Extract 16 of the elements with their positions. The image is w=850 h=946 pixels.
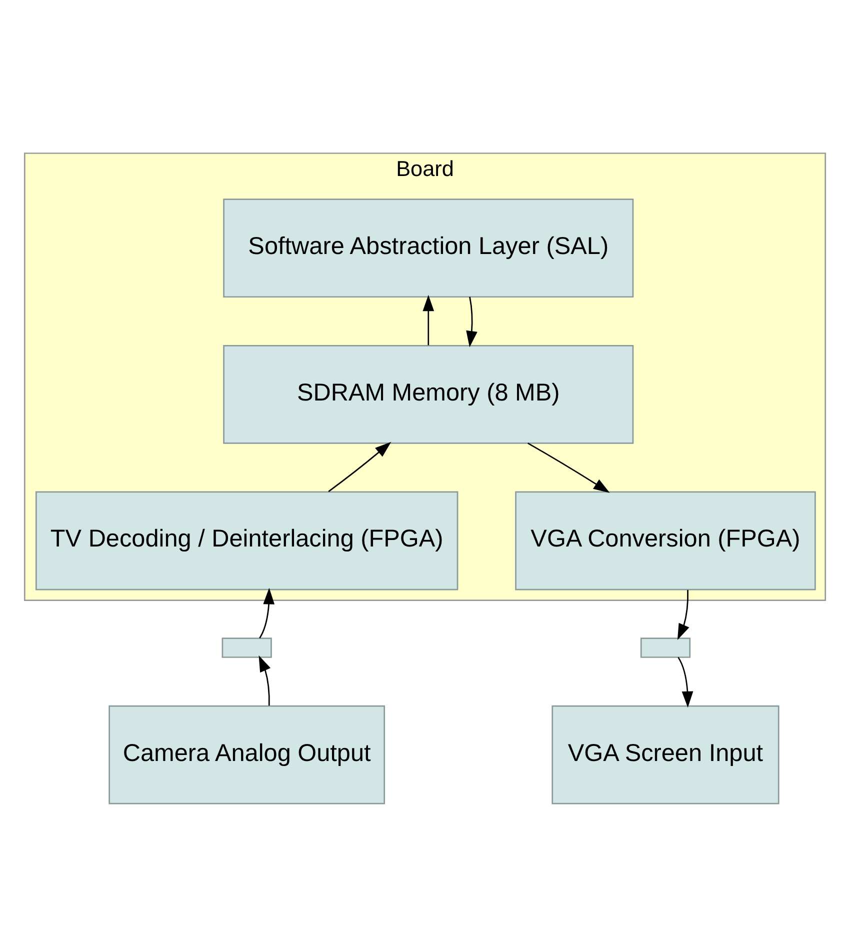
- arrow: [328, 442, 392, 492]
- node-box: [640, 638, 691, 658]
- arrow: [528, 442, 610, 493]
- node-box: TV Decoding / Deinterlacing (FPGA): [35, 491, 458, 590]
- node-box: [222, 638, 272, 658]
- node-box: Camera Analog Output: [108, 705, 386, 804]
- node-box: VGA Screen Input: [552, 705, 780, 804]
- arrow: [259, 588, 275, 638]
- node-box: VGA Conversion (FPGA): [515, 491, 816, 590]
- arrow: [422, 294, 434, 346]
- arrow: [466, 296, 478, 348]
- arrow: [677, 590, 690, 640]
- arrow: [678, 656, 694, 708]
- node-box: Software Abstraction Layer (SAL): [223, 198, 634, 298]
- arrow: [258, 655, 271, 706]
- node-box: SDRAM Memory (8 MB): [223, 344, 634, 444]
